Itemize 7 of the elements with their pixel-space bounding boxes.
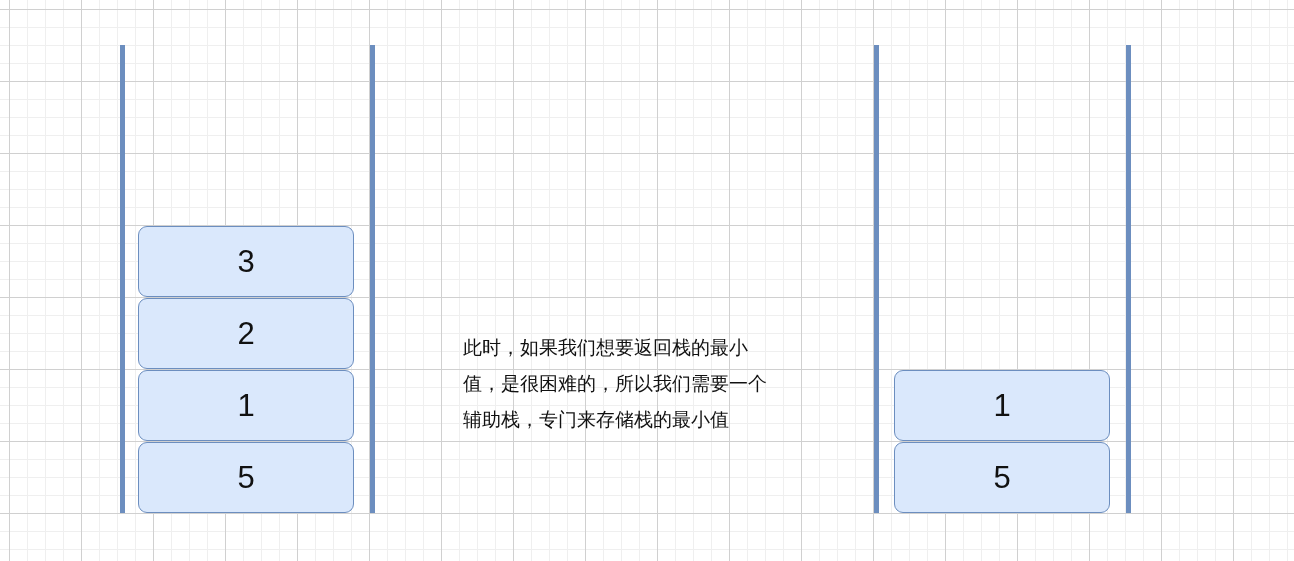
note-text: 此时，如果我们想要返回栈的最小值，是很困难的，所以我们需要一个辅助栈，专门来存储栈的最小值 (463, 336, 768, 432)
stack-element-box: 5 (138, 442, 354, 513)
stack-element-box: 5 (894, 442, 1110, 513)
stack-element-box: 2 (138, 298, 354, 369)
stack-element-box: 1 (138, 370, 354, 441)
stack-element-box: 1 (894, 370, 1110, 441)
stack-element-box: 3 (138, 226, 354, 297)
